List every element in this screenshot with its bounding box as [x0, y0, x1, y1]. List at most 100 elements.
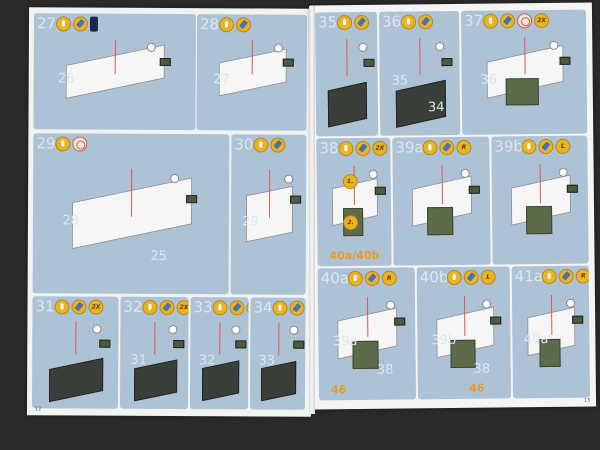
step-icons — [55, 16, 99, 32]
cut-part-icon — [400, 14, 417, 30]
quantity-badge: L — [555, 138, 571, 154]
glue-icon — [270, 137, 286, 153]
page-number: 12 — [34, 406, 42, 413]
step-number: 29 — [36, 134, 56, 153]
step-panel-39b: 39b L — [491, 135, 589, 265]
cut-part-icon — [253, 137, 269, 153]
previous-step-reference: 25 — [150, 249, 167, 265]
assembly-arrow — [366, 296, 368, 337]
go-to-step: 40a/40b — [329, 248, 380, 263]
step-number: 38 — [319, 139, 339, 158]
previous-step-reference: 38 — [473, 361, 491, 377]
part-number-callout — [273, 43, 283, 53]
previous-step-reference: 39a — [332, 334, 358, 350]
step-number: 31 — [35, 297, 55, 316]
assembly-arrow — [219, 321, 221, 356]
cut-part-icon — [541, 268, 557, 285]
previous-step-reference: 28 — [62, 213, 79, 229]
cut-part-icon — [336, 15, 353, 31]
cut-part-icon — [54, 299, 70, 315]
glue-icon — [417, 14, 434, 30]
cut-part-icon — [212, 300, 228, 316]
assembly-arrow — [154, 321, 156, 356]
assembly-arrow — [114, 39, 116, 75]
step-icons: 2X — [142, 299, 189, 316]
sprue-tag — [99, 339, 111, 348]
step-panel-36: 36 35 34 — [378, 10, 461, 136]
sprue-tag — [393, 317, 405, 326]
glue-icon — [72, 16, 89, 32]
step-panel-33: 332X32 — [189, 297, 249, 410]
part-number-callout — [385, 300, 395, 310]
step-number: 28 — [199, 15, 220, 34]
assembly-arrow — [539, 164, 541, 203]
step-number: 41a — [514, 267, 544, 286]
green-part — [505, 78, 539, 106]
cut-part-icon — [338, 141, 354, 157]
sprue-tag — [235, 339, 247, 348]
cut-part-icon — [272, 300, 288, 316]
page-number: 13 — [583, 397, 591, 404]
step-number: 30 — [234, 135, 254, 154]
part-number-callout — [548, 40, 558, 50]
step-icons — [55, 136, 88, 152]
green-part — [525, 206, 552, 235]
cut-part-icon — [347, 270, 363, 287]
sprue-tag — [282, 58, 294, 67]
step-number: 34 — [253, 298, 273, 317]
quantity-badge: 2X — [372, 140, 388, 156]
sprue-tag — [363, 58, 375, 68]
step-number: 32 — [123, 297, 143, 316]
quantity-badge: 2X — [88, 299, 104, 315]
sprue-tag — [293, 340, 305, 349]
paint-pot-icon — [89, 16, 99, 32]
sprue-tag — [566, 184, 578, 193]
sprue-tag — [441, 58, 453, 67]
left-page: 272628272928253029312X322X31332X32342X33… — [26, 7, 314, 417]
step-number: 39b — [494, 137, 524, 156]
cut-part-icon — [142, 299, 158, 315]
glue-icon — [463, 269, 479, 285]
step-number: 40b — [419, 268, 449, 287]
quantity-badge: 2X — [176, 300, 189, 316]
glue-icon — [289, 300, 305, 316]
part-number-callout — [283, 174, 293, 184]
glue-icon — [235, 17, 252, 33]
part-number-callout — [92, 324, 102, 334]
cut-part-icon — [218, 17, 235, 33]
part-number-callout — [288, 325, 298, 335]
previous-step-reference: 32 — [198, 353, 216, 369]
step-number: 33 — [193, 298, 213, 317]
glue-icon — [439, 139, 455, 156]
previous-step-reference: 26 — [57, 71, 75, 87]
assembly-arrow — [346, 39, 348, 77]
paint-icon — [72, 136, 88, 152]
assembly-illustration — [49, 358, 104, 403]
cut-part-icon — [55, 136, 71, 152]
previous-step-reference: 40a — [523, 332, 549, 348]
quantity-badge: L — [480, 269, 496, 285]
previous-step-reference: 34 — [427, 100, 445, 116]
step-icons: L — [446, 269, 496, 286]
step-number: 35 — [317, 13, 338, 32]
step-panel-35: 35 — [314, 11, 379, 137]
step-number: 36 — [381, 12, 402, 31]
previous-step-reference: 35 — [391, 73, 409, 89]
booklet-spine — [309, 6, 315, 414]
assembly-arrow — [523, 37, 526, 75]
glue-icon — [538, 138, 554, 155]
step-icons: 2X — [482, 12, 550, 29]
step-icons — [253, 137, 286, 153]
glue-icon — [355, 140, 371, 157]
glue-icon — [558, 268, 574, 284]
part-number-callout — [230, 325, 241, 335]
part-number-callout — [565, 298, 575, 308]
substep-badge: 1. — [342, 173, 358, 189]
